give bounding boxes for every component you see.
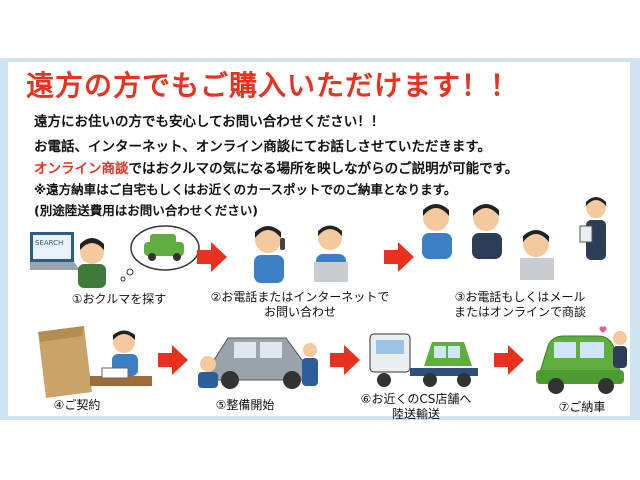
step-2-label-line-2: お問い合わせ (263, 305, 336, 319)
step-2-label-line-1: ②お電話またはインターネットで (210, 290, 390, 304)
step-3-label-line-1: ③お電話もしくはメール (454, 290, 586, 304)
arrow-right-icon (158, 345, 188, 375)
arrow-right-icon (494, 345, 524, 375)
intro-line-2: お電話、インターネット、オンライン商談にてお話しさせていただきます。 (34, 139, 491, 155)
online-meeting-highlight: オンライン商談 (34, 161, 129, 177)
intro-line-1: 遠方にお住いの方でも安心してお問い合わせください！！ (34, 114, 385, 130)
step-7-label: ⑦ご納車 (558, 400, 606, 414)
step-6-label-line-2: 陸送輸送 (391, 407, 440, 421)
delivery-car-illustration (536, 326, 632, 398)
search-car-illustration: SEARCH (30, 222, 200, 292)
laptop-screen-text: SEARCH (35, 239, 63, 247)
step-1-label: ①おクルマを探す (71, 292, 167, 306)
step-6-label-line-1: ⑥お近くのCS店舗へ (360, 392, 472, 406)
step-3-label-line-2: またはオンラインで商談 (453, 305, 586, 319)
arrow-right-icon (330, 345, 360, 375)
arrow-right-icon (384, 242, 414, 272)
arrow-right-icon (197, 242, 227, 272)
inquiry-illustration (242, 222, 362, 284)
consultation-illustration (414, 196, 614, 288)
headline: 遠方の方でもご購入いただけます！！ (26, 69, 520, 102)
intro-line-3: オンライン商談ではおクルマの気になる場所を映しながらのご説明が可能です。 (34, 157, 518, 177)
delivery-note: ※遠方納車はご自宅もしくはお近くのカースポットでのご納車となります。 (34, 182, 457, 197)
transport-truck-illustration (368, 328, 480, 390)
contract-illustration (32, 326, 152, 398)
step-5-label: ⑤整備開始 (215, 398, 275, 412)
step-4-label: ④ご契約 (53, 398, 101, 412)
intro-line-3-rest: ではおクルマの気になる場所を映しながらのご説明が可能です。 (128, 161, 519, 177)
shipping-fee-note: (別途陸送費用はお問い合わせください) (34, 203, 258, 218)
maintenance-illustration (194, 330, 322, 390)
